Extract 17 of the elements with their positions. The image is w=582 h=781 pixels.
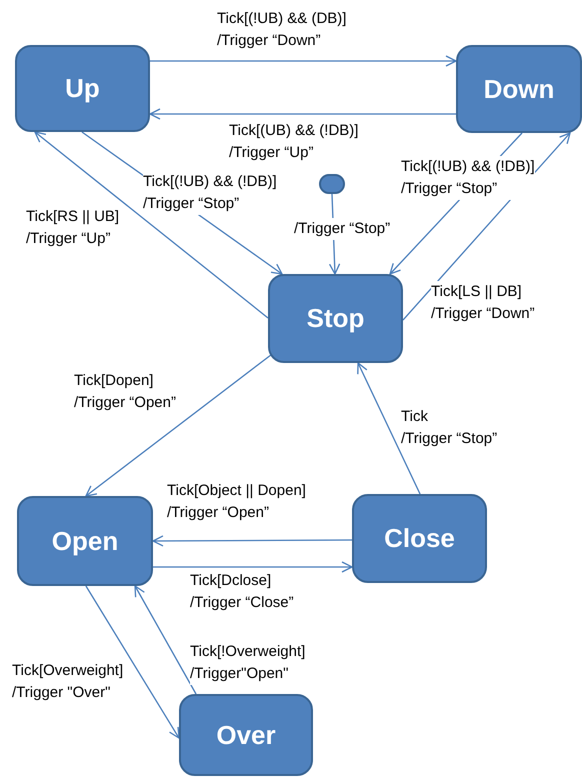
transition-arrow [152,535,352,547]
state-box: Up [15,45,150,132]
transition-arrow [149,108,456,120]
transition-arrow [150,55,457,67]
edge-label: Tick[(!UB) && (!DB)] /Trigger “Stop” [401,156,535,200]
transition-arrow [34,131,268,318]
state-box: Over [179,694,313,776]
transition-arrow [357,362,421,494]
state-box: Stop [268,274,403,363]
state-box: Close [352,494,487,583]
state-box: Down [456,45,582,133]
transition-arrow [153,561,353,573]
transition-arrow [85,586,180,739]
transition-arrow [134,585,197,694]
state-box: Open [17,496,153,586]
edge-label: /Trigger “Stop” [294,218,390,240]
transition-arrow [85,354,272,497]
